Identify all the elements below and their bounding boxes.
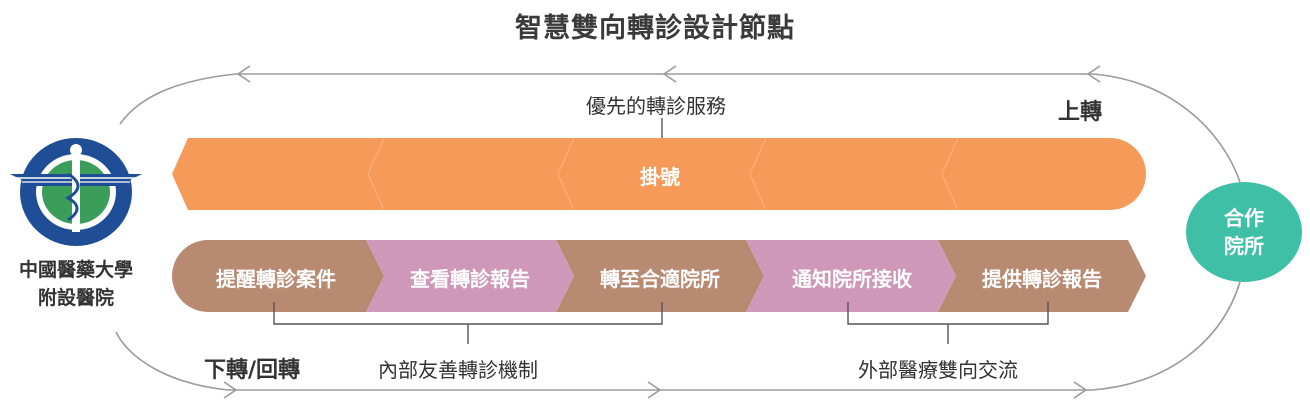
down-step-4-label: 通知院所接收 bbox=[792, 267, 912, 291]
down-step-4 bbox=[746, 240, 956, 312]
partner-clinic-badge: 合作 院所 bbox=[1186, 182, 1302, 282]
upward-direction-label: 上轉 bbox=[1058, 100, 1103, 125]
hospital-name-line2: 附設醫院 bbox=[37, 287, 114, 309]
downward-direction-label: 下轉/回轉 bbox=[204, 358, 301, 383]
partner-line2: 院所 bbox=[1224, 234, 1264, 258]
hospital-name-line1: 中國醫藥大學 bbox=[18, 259, 133, 281]
down-step-2-label: 查看轉診報告 bbox=[410, 267, 530, 291]
arrow-left-head bbox=[662, 65, 677, 83]
down-step-5 bbox=[938, 240, 1146, 312]
arrow-right-head bbox=[647, 381, 662, 399]
arrow-right-head bbox=[223, 381, 238, 399]
down-step-1-label: 提醒轉診案件 bbox=[216, 267, 336, 291]
down-step-3-label: 轉至合適院所 bbox=[600, 267, 720, 291]
down-step-5-label: 提供轉診報告 bbox=[982, 267, 1102, 291]
upward-band bbox=[172, 138, 1146, 210]
upward-band-label: 掛號 bbox=[640, 165, 680, 189]
loop-outline bbox=[115, 73, 1241, 391]
band-seams bbox=[367, 137, 959, 211]
upward-annotation: 優先的轉診服務 bbox=[586, 94, 726, 118]
down-step-3 bbox=[556, 240, 764, 312]
hospital-name: 中國醫藥大學 附設醫院 bbox=[0, 256, 152, 312]
bracket-external-label: 外部醫療雙向交流 bbox=[858, 358, 1018, 382]
down-step-2 bbox=[366, 240, 574, 312]
page-title: 智慧雙向轉診設計節點 bbox=[515, 13, 795, 44]
partner-line1: 合作 bbox=[1224, 206, 1264, 230]
down-step-1 bbox=[172, 240, 384, 312]
arrow-right-head bbox=[1073, 381, 1088, 399]
arrow-left-head bbox=[1086, 65, 1101, 83]
arrow-left-head bbox=[236, 65, 251, 83]
hospital-logo-icon bbox=[10, 138, 142, 246]
bracket-internal-label: 內部友善轉診機制 bbox=[378, 358, 538, 382]
